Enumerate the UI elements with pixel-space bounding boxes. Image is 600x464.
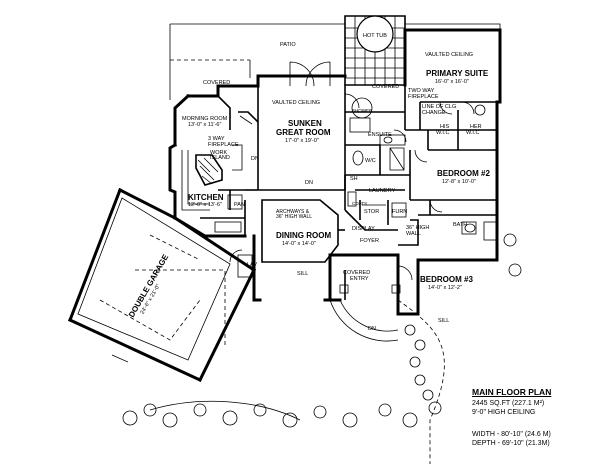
label-primary-dim: 16'-0" x 16'-0" bbox=[435, 79, 469, 85]
hot-tub-deck bbox=[344, 15, 406, 86]
label-sill-bed3: SILL bbox=[438, 318, 449, 324]
label-great-dim: 17'-0" x 19'-0" bbox=[285, 138, 319, 144]
label-pan: PAN bbox=[234, 202, 245, 208]
label-ensuite: ENSUITE bbox=[368, 132, 392, 138]
label-work-1: WORK bbox=[210, 150, 227, 156]
fireplace bbox=[238, 111, 259, 125]
label-sh: SH bbox=[350, 176, 358, 182]
label-sill-dining: SILL bbox=[297, 271, 308, 277]
label-double-garage: DOUBLE GARAGE bbox=[127, 252, 171, 319]
label-3way-1: 3 WAY bbox=[208, 136, 225, 142]
label-primary-suite: PRIMARY SUITE bbox=[426, 69, 489, 78]
label-3way-2: FIREPLACE bbox=[208, 142, 239, 148]
label-clg-1: LINE OF CLG bbox=[422, 104, 456, 110]
label-hot-tub: HOT TUB bbox=[363, 33, 387, 39]
label-covered-entry-2: ENTRY bbox=[350, 276, 369, 282]
label-bedroom2-dim: 12'-8" x 10'-0" bbox=[442, 179, 476, 185]
room-labels: PATIO HOT TUB COVERED COVERED VAULTED CE… bbox=[127, 33, 491, 332]
ensuite-fixtures bbox=[349, 97, 497, 241]
laundry-fixtures bbox=[347, 191, 407, 218]
label-covered-right: COVERED bbox=[372, 84, 399, 90]
label-lav: LAV bbox=[247, 262, 257, 268]
label-shower: SHOWER bbox=[352, 108, 373, 113]
doors bbox=[229, 61, 475, 281]
label-stor: STOR bbox=[364, 209, 379, 215]
label-two-way-1: TWO WAY bbox=[408, 88, 435, 94]
label-dining: DINING ROOM bbox=[276, 231, 331, 240]
label-bedroom3-dim: 14'-0" x 12'-2" bbox=[428, 285, 462, 291]
landscape bbox=[122, 104, 522, 464]
label-morning: MORNING ROOM bbox=[182, 116, 228, 122]
label-vaulted-primary: VAULTED CEILING bbox=[425, 52, 473, 58]
label-dn-entry: DN bbox=[368, 326, 376, 332]
label-highwall-1: 36" HIGH bbox=[406, 225, 429, 231]
label-display: DISPLAY bbox=[352, 226, 375, 232]
label-vaulted-great: VAULTED CEILING bbox=[272, 100, 320, 106]
label-morning-dim: 13'-0" x 11'-6" bbox=[188, 122, 221, 128]
label-highwall-2: WALL bbox=[406, 231, 421, 237]
label-bedroom3: BEDROOM #3 bbox=[420, 275, 473, 284]
label-clg-2: CHANGE bbox=[422, 110, 446, 116]
label-laundry: LAUNDRY bbox=[369, 188, 396, 194]
label-patio: PATIO bbox=[280, 42, 296, 48]
label-kitchen: KITCHEN bbox=[188, 193, 224, 202]
label-his-2: W.I.C bbox=[436, 130, 449, 136]
label-great-room: GREAT ROOM bbox=[276, 128, 331, 137]
label-foyer: FOYER bbox=[360, 238, 379, 244]
covered-entry bbox=[329, 262, 401, 342]
label-his-1: HIS bbox=[440, 124, 450, 130]
garage bbox=[68, 187, 257, 383]
plan-width: WIDTH - 80'-10" (24.6 M) bbox=[472, 431, 551, 438]
label-dining-dim: 14'-0" x 14'-0" bbox=[282, 241, 316, 247]
label-kitchen-dim: 12'-0" x 13'-6" bbox=[188, 202, 222, 208]
plan-ceiling: 9'-0" HIGH CEILING bbox=[472, 409, 536, 416]
label-bedroom2: BEDROOM #2 bbox=[437, 169, 490, 178]
label-coats: COATS bbox=[352, 201, 367, 206]
plan-area: 2445 SQ.FT (227.1 M²) bbox=[472, 400, 545, 407]
plan-title: MAIN FLOOR PLAN bbox=[472, 387, 552, 397]
label-wc: W/C bbox=[365, 158, 376, 164]
label-archways-2: 36" HIGH WALL bbox=[276, 214, 312, 220]
label-dn-great: DN bbox=[305, 180, 313, 186]
label-two-way-2: FIREPLACE bbox=[408, 94, 439, 100]
label-work-2: ISLAND bbox=[210, 155, 230, 161]
label-her-2: W.I.C bbox=[466, 130, 479, 136]
label-bath: BATH bbox=[453, 222, 467, 228]
plan-depth: DEPTH - 69'-10" (21.3M) bbox=[472, 440, 550, 447]
label-covered-entry-1: COVERED bbox=[343, 270, 370, 276]
label-archways-1: ARCHWAYS & bbox=[276, 209, 310, 215]
kitchen-counters bbox=[181, 144, 243, 233]
label-her-1: HER bbox=[470, 124, 482, 130]
label-furn: FURN bbox=[392, 209, 407, 215]
label-dn-morning: DN bbox=[251, 156, 259, 162]
label-covered-left: COVERED bbox=[203, 80, 230, 86]
label-sunken: SUNKEN bbox=[288, 119, 322, 128]
